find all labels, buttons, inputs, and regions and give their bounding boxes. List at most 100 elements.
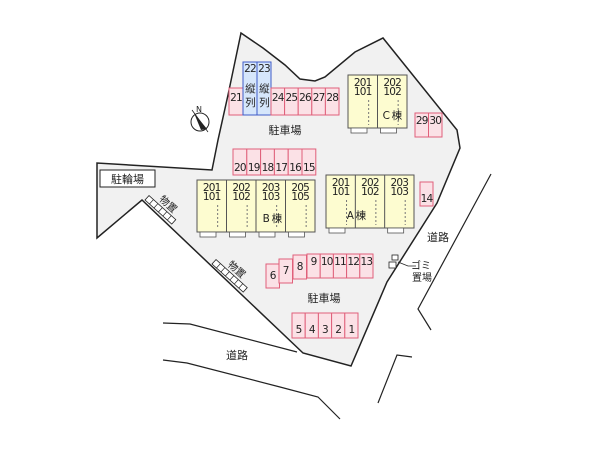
parking-space-number: 1 [348, 324, 354, 336]
parking-space-number: 10 [321, 256, 333, 268]
parking-space-23: 23 縦列 [256, 61, 272, 116]
parking-space-number: 28 [326, 92, 338, 104]
parking-space-number: 9 [311, 256, 317, 268]
garbage-area: ゴミ 置場 [388, 254, 432, 284]
parking-space-17: 17 [273, 148, 289, 176]
parking-lot-label: 駐車場 [269, 123, 302, 137]
unit-lower: 101 [354, 86, 372, 98]
unit-lower: 102 [232, 191, 250, 203]
unit-upper: 201 [332, 177, 350, 189]
parking-space-22: 22 縦列 [242, 61, 258, 116]
bicycle-parking: 駐輪場 [99, 169, 156, 188]
parking-space-5: 5 [291, 312, 306, 339]
parking-space-19: 19 [246, 148, 262, 176]
unit-lower: 101 [332, 186, 350, 198]
unit-upper: 203 [262, 182, 280, 194]
parking-space-25: 25 [284, 87, 299, 116]
unit-lower: 102 [383, 86, 401, 98]
parking-space-13: 13 [359, 253, 374, 279]
parking-space-number: 14 [421, 193, 434, 205]
parking-space-number: 30 [429, 115, 441, 127]
north-label: N [196, 105, 202, 114]
parking-space-number: 21 [230, 92, 242, 104]
vertical-label: 縦 [259, 82, 270, 95]
parking-space-number: 4 [309, 324, 316, 336]
unit-upper: 201 [203, 182, 221, 194]
building-name: C 棟 [383, 109, 403, 122]
parking-space-number: 23 [258, 63, 270, 75]
parking-space-number: 5 [296, 324, 302, 336]
row-label: 列 [259, 96, 269, 109]
road-label: 道路 [427, 230, 449, 244]
parking-space-number: 8 [297, 261, 303, 273]
parking-space-number: 22 [244, 63, 256, 75]
parking-space-21: 21 [228, 87, 244, 116]
vertical-label: 縦 [245, 82, 256, 95]
building-name: A 棟 [347, 209, 367, 222]
unit-upper: 205 [291, 182, 309, 194]
parking-space-number: 26 [299, 92, 312, 104]
parking-lot-label: 駐車場 [308, 291, 341, 305]
parking-space-2: 2 [331, 312, 346, 339]
parking-space-number: 7 [283, 265, 289, 277]
parking-space-3: 3 [317, 312, 333, 339]
parking-space-1: 1 [344, 312, 359, 339]
parking-space-number: 11 [334, 256, 346, 268]
parking-space-11: 11 [332, 253, 348, 279]
parking-space-number: 19 [248, 162, 260, 174]
parking-space-number: 25 [286, 92, 298, 104]
parking-space-number: 18 [262, 162, 274, 174]
road-label: 道路 [226, 348, 248, 362]
parking-space-number: 12 [347, 256, 359, 268]
parking-space-12: 12 [346, 253, 361, 279]
parking-space-14: 14 [419, 181, 434, 207]
unit-lower: 102 [361, 186, 379, 198]
garbage-label-top: ゴミ [411, 259, 431, 272]
unit-upper: 202 [232, 182, 250, 194]
parking-space-30: 30 [428, 112, 443, 138]
parking-space-number: 27 [313, 92, 325, 104]
bicycle-parking-label: 駐輪場 [111, 172, 144, 186]
parking-space-number: 13 [361, 256, 373, 268]
building-name: B 棟 [263, 212, 283, 225]
parking-space-24: 24 [270, 87, 286, 116]
parking-space-27: 27 [311, 87, 326, 116]
road-lines [162, 173, 492, 420]
parking-space-number: 16 [289, 162, 302, 174]
parking-space-26: 26 [297, 87, 313, 116]
parking-space-number: 15 [303, 162, 315, 174]
parking-space-6: 6 [265, 263, 280, 289]
parking-space-16: 16 [287, 148, 303, 176]
parking-space-number: 6 [270, 270, 277, 282]
unit-lower: 103 [262, 191, 280, 203]
parking-space-28: 28 [324, 87, 340, 116]
unit-lower: 105 [291, 191, 309, 203]
parking-space-7: 7 [278, 258, 293, 284]
unit-upper: 202 [383, 77, 401, 89]
parking-space-18: 18 [260, 148, 275, 176]
parking-space-number: 29 [416, 115, 428, 127]
unit-lower: 103 [391, 186, 409, 198]
parking-space-number: 24 [272, 92, 285, 104]
storage-shed: 物置 [144, 193, 180, 225]
parking-space-number: 2 [335, 324, 341, 336]
parking-space-8: 8 [292, 254, 307, 280]
unit-upper: 202 [361, 177, 379, 189]
north-compass-icon: N [190, 105, 210, 133]
parking-space-number: 20 [234, 162, 246, 174]
parking-space-4: 4 [304, 312, 319, 339]
parking-space-10: 10 [319, 253, 334, 279]
unit-lower: 101 [203, 191, 221, 203]
unit-upper: 201 [354, 77, 372, 89]
row-label: 列 [245, 96, 255, 109]
